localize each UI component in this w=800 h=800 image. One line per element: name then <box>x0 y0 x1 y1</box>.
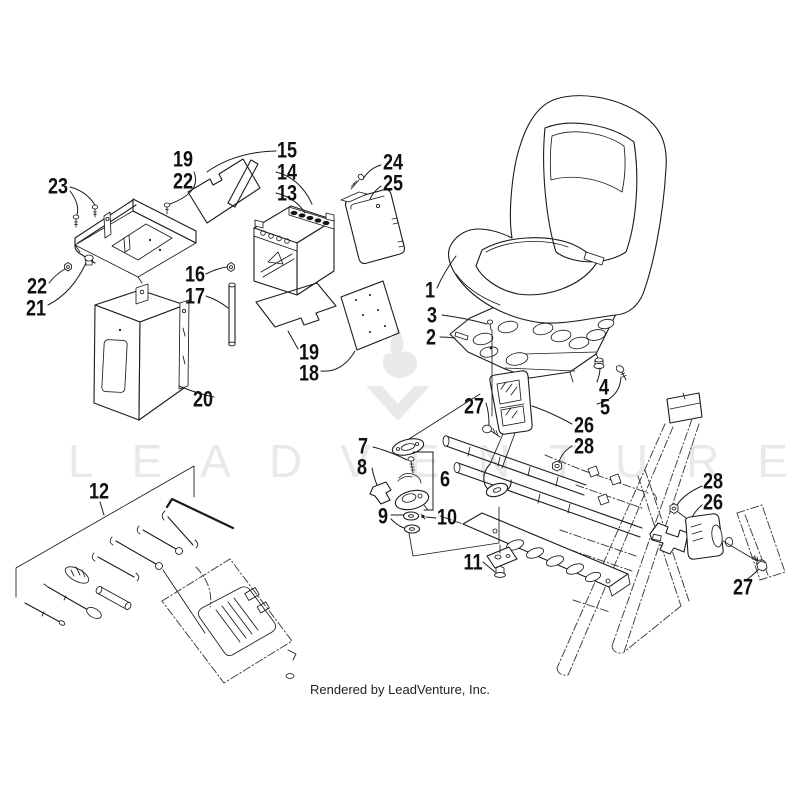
leader-lines <box>47 150 759 634</box>
battery-tray <box>64 198 197 284</box>
callout-19-1: 19 <box>173 148 193 172</box>
dotted-panel <box>340 280 400 351</box>
latch-washers <box>402 511 421 534</box>
latch-pin <box>420 513 426 520</box>
callout-5-19: 5 <box>600 396 610 420</box>
callout-15-3: 15 <box>277 139 297 163</box>
flange-nut <box>494 565 506 578</box>
callout-2-17: 2 <box>426 326 436 350</box>
drain-tube <box>228 282 236 347</box>
latch-screw <box>407 456 416 474</box>
tray-screw <box>91 204 99 218</box>
flange-nut <box>64 262 72 272</box>
rod-tool <box>24 602 66 626</box>
belt-tongue-bracket <box>649 522 689 555</box>
battery <box>253 205 335 296</box>
footer-text: Rendered by LeadVenture, Inc. <box>310 682 490 697</box>
callout-28-22: 28 <box>574 435 594 459</box>
battery-box <box>93 283 190 421</box>
seat-rails <box>439 435 643 597</box>
retractor-body <box>684 513 724 560</box>
rubber-bumper <box>84 254 94 266</box>
callout-17-11: 17 <box>185 285 205 309</box>
callout-25-7: 25 <box>383 172 403 196</box>
callout-1-15: 1 <box>425 279 435 303</box>
tool-storage-location <box>161 558 297 684</box>
callout-6-25: 6 <box>440 468 450 492</box>
screwdriver-tool <box>43 583 102 619</box>
callout-28-30: 28 <box>703 470 723 494</box>
callout-labels: 2319221514132425222116172019181324527262… <box>26 139 753 600</box>
latch-spring <box>397 473 422 484</box>
seatbelt-retractor <box>649 503 786 581</box>
callout-24-6: 24 <box>383 151 404 175</box>
callout-10-27: 10 <box>437 506 457 530</box>
mount-bracket <box>486 544 518 578</box>
callout-13-5: 13 <box>277 182 297 206</box>
retractor-bolt <box>752 555 768 572</box>
callout-16-10: 16 <box>185 263 205 287</box>
callout-19-13: 19 <box>299 341 319 365</box>
plate-flange-nut <box>593 357 605 370</box>
tray-screw <box>72 214 80 228</box>
callout-12-29: 12 <box>89 480 109 504</box>
stalk-bolt <box>482 424 501 438</box>
callout-21-9: 21 <box>26 297 46 321</box>
retractor-nut <box>669 503 679 514</box>
callout-23-0: 23 <box>48 175 68 199</box>
hex-rod-tool <box>165 497 235 530</box>
wrench-tool <box>109 536 163 570</box>
foam-pad-notched-top <box>187 158 261 224</box>
screwdriver-handle-tool <box>64 566 90 584</box>
cover-screw <box>350 173 365 190</box>
seat <box>448 95 667 324</box>
callout-11-28: 11 <box>463 551 482 575</box>
battery-cover <box>340 188 406 265</box>
frame <box>544 392 703 676</box>
callout-22-8: 22 <box>27 275 47 299</box>
callout-27-32: 27 <box>733 576 753 600</box>
callout-20-12: 20 <box>193 388 213 412</box>
v-logo-icon <box>366 386 430 421</box>
callout-3-16: 3 <box>427 304 437 328</box>
watermark-text: LEADVENTURE <box>68 435 800 487</box>
wrench-tool <box>91 552 140 582</box>
leadventure-watermark: LEADVENTURE <box>68 328 800 487</box>
tool-kit <box>15 465 297 684</box>
callout-27-20: 27 <box>464 395 484 419</box>
tray-screw <box>163 202 171 215</box>
hex-nut <box>227 262 235 272</box>
callout-18-14: 18 <box>299 362 319 386</box>
tool-kit-boundary <box>15 465 195 598</box>
wrench-tool <box>161 510 199 549</box>
v-logo-icon-inner <box>380 392 416 412</box>
latch-hook <box>369 481 392 505</box>
socket-tube-tool <box>95 586 132 610</box>
flame-logo-icon <box>382 328 418 379</box>
plate-bolt <box>615 365 627 381</box>
callout-26-31: 26 <box>703 491 723 515</box>
callout-4-18: 4 <box>599 376 610 400</box>
callout-7-23: 7 <box>358 435 368 459</box>
callout-9-26: 9 <box>378 505 388 529</box>
callout-14-4: 14 <box>277 161 298 185</box>
callout-8-24: 8 <box>357 456 367 480</box>
seatbelt-buckle-stalk <box>483 370 533 498</box>
callout-22-2: 22 <box>173 170 193 194</box>
foam-pad-notched-bottom <box>255 282 337 328</box>
stalk-nut <box>552 460 562 472</box>
seat-latch-assembly <box>369 438 430 534</box>
callout-26-21: 26 <box>574 414 594 438</box>
flat-panel-behind-battery <box>227 159 259 208</box>
wrench-tool <box>136 525 183 555</box>
